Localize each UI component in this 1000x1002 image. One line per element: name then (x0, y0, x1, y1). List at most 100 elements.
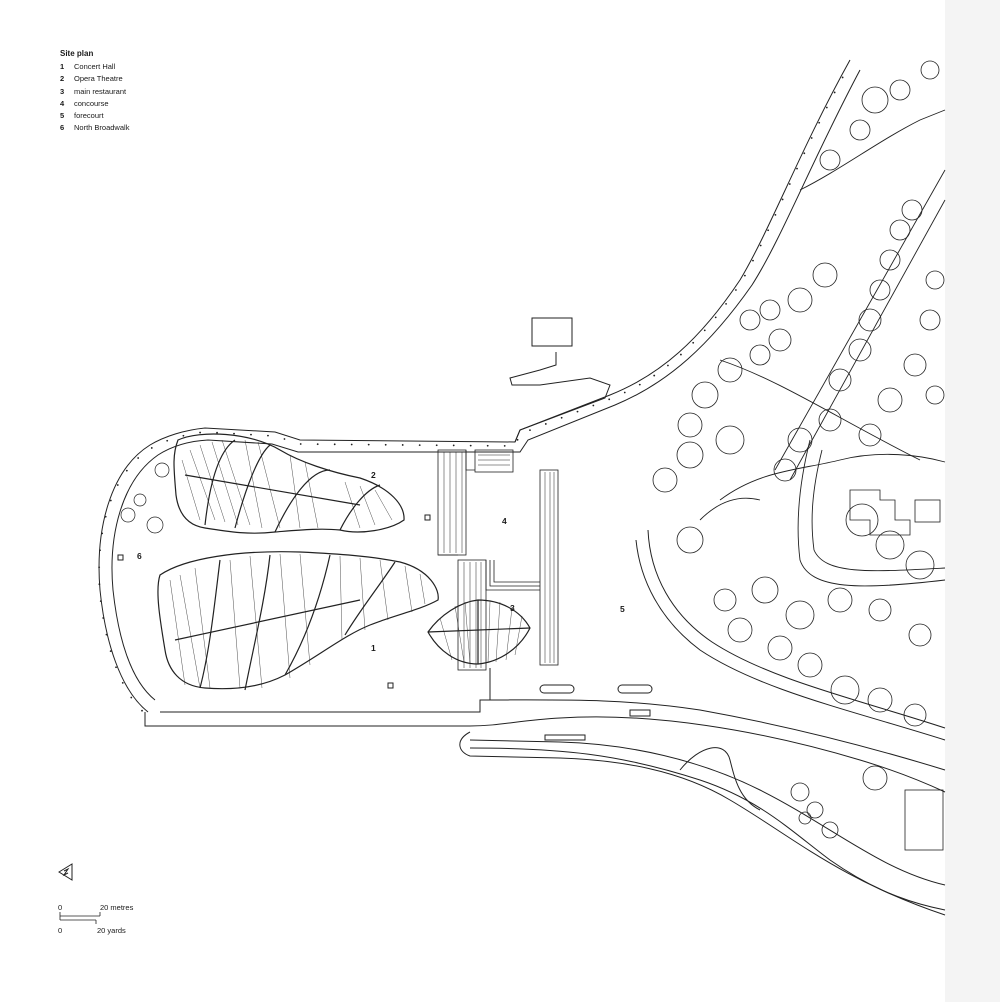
bollard-dot (141, 709, 143, 712)
bollard-dot (608, 398, 611, 401)
planter-2 (617, 684, 653, 694)
bollard-dot (638, 383, 641, 386)
bollard-dot (544, 423, 547, 425)
label-north-broadwalk: 6 (137, 551, 142, 561)
bollard-dot (104, 515, 107, 518)
bollard-dot (216, 431, 218, 434)
bollard-dot (267, 434, 269, 437)
north-arrow-icon (58, 863, 73, 881)
bollard-dot (703, 329, 706, 332)
bollard-dot (781, 198, 784, 201)
bollard-dot (401, 444, 404, 446)
bollard-dot (692, 341, 695, 344)
page-edge (945, 0, 1000, 1002)
bollard-dot (99, 600, 102, 603)
bollard-dot (121, 681, 124, 684)
bollard-dot (714, 316, 717, 319)
forecourt-east-2 (647, 529, 946, 729)
bollard-dot (486, 444, 489, 447)
bollard-dot (735, 289, 737, 291)
bollard-dot (680, 353, 682, 356)
podium-inner-outline (111, 69, 861, 701)
garden-trees (652, 60, 945, 727)
lower-trees (790, 782, 839, 839)
bollard-dot (810, 137, 813, 139)
bollard-dot (841, 76, 844, 79)
bollard-dot (818, 121, 821, 124)
kiosk-small (424, 514, 431, 521)
bollard-dot (435, 444, 438, 447)
restaurant-ribs (439, 600, 523, 664)
bollard-dot (101, 532, 104, 535)
bollard-dot (767, 229, 770, 232)
planter-1 (539, 684, 575, 694)
bollard-dot (653, 374, 656, 377)
bollard-dot (316, 443, 319, 446)
forecourt-east (635, 539, 946, 741)
bench-1 (629, 709, 651, 717)
bollard-dot (182, 434, 185, 437)
restaurant-shells (427, 599, 531, 665)
bollard-dot (98, 583, 101, 586)
bollard-dot (418, 444, 421, 447)
bollard-dot (102, 617, 105, 619)
broadwalk-east-edge-2 (160, 699, 946, 771)
scale-imperial-end: 20 yards (97, 926, 126, 935)
legend-title: Site plan (60, 49, 94, 58)
concert-hall-shells (157, 551, 439, 691)
bollard-dot (725, 302, 727, 305)
opera-theatre-shells (173, 433, 405, 534)
opera-shell-ribs (181, 439, 393, 529)
podium-outline (98, 59, 851, 713)
lower-road-2 (469, 739, 946, 886)
bollard-dot (752, 259, 754, 262)
bench-2 (544, 734, 586, 741)
lower-loop (679, 747, 761, 811)
bollard-dot (115, 666, 117, 669)
kiosk-small-2 (117, 554, 124, 561)
bollard-dot (667, 364, 669, 367)
bollard-dot (333, 443, 336, 446)
bollard-dot (130, 696, 133, 699)
garden-building (849, 489, 941, 536)
pier (509, 352, 611, 443)
bollard-dot (166, 439, 169, 442)
bollard-dot (109, 499, 112, 502)
label-main-restaurant: 3 (510, 603, 515, 613)
forecourt-post (387, 682, 394, 689)
bollard-dot (743, 274, 746, 277)
bollard-dot (105, 633, 108, 636)
west-trees (120, 462, 170, 534)
lower-road-3 (469, 747, 946, 911)
bollard-dot (99, 549, 101, 552)
bollard-dot (529, 429, 531, 432)
bollard-dot (825, 106, 828, 109)
scale-imperial-start: 0 (58, 926, 63, 935)
bollard-dot (452, 444, 455, 447)
bollard-dot (759, 244, 762, 247)
bollard-dot (283, 438, 286, 440)
bollard-dot (137, 457, 140, 459)
bollard-dot (150, 447, 153, 449)
bollard-dot (623, 391, 626, 394)
bollard-dot (125, 469, 128, 472)
bollard-dot (803, 152, 806, 155)
bollard-dot (116, 484, 119, 486)
roundabout (862, 765, 888, 791)
broadwalk-east-edge (144, 712, 946, 793)
bollard-dot (299, 443, 302, 445)
bollard-dot (796, 167, 798, 170)
bollard-dot (503, 445, 506, 447)
scale-metric-start: 0 (58, 903, 63, 912)
scale-metric-end: 20 metres (100, 903, 134, 912)
concert-shell-ribs (169, 553, 426, 689)
bollard-dot (233, 432, 235, 435)
bollard-dot (384, 443, 387, 446)
bollard-dot (560, 416, 563, 419)
bollard-dot (109, 650, 112, 653)
